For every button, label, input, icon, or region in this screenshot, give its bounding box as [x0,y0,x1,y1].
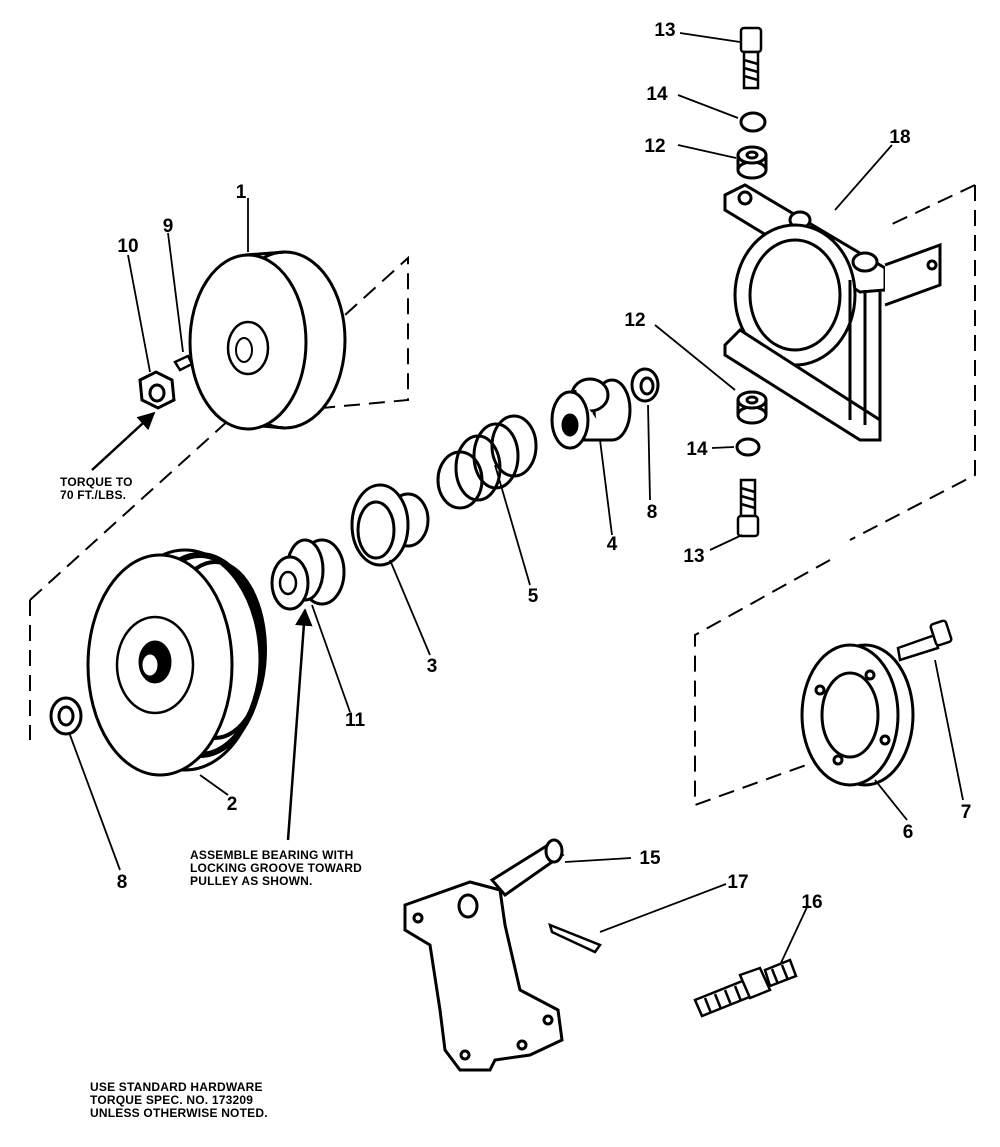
part-3-spacer [350,483,430,567]
part-18-bracket [723,183,942,442]
bearing-note-line-1: ASSEMBLE BEARING WITH [190,848,354,862]
part-5-spring [436,414,538,510]
label-part-10: 10 [117,236,138,257]
dashed-guides [29,184,976,807]
hardware-note-line-3: UNLESS OTHERWISE NOTED. [90,1106,268,1120]
part-8-snap-ring-left [49,696,83,736]
part-13-bolt-bottom [736,478,760,538]
part-8-snap-ring-right [630,367,660,403]
label-part-8-right: 8 [647,502,658,523]
hardware-note: USE STANDARD HARDWARE TORQUE SPEC. NO. 1… [90,1081,268,1120]
label-part-2: 2 [227,794,238,815]
label-part-4: 4 [607,534,618,555]
part-4-bushing [550,377,632,450]
label-part-7: 7 [961,802,972,823]
label-part-9: 9 [163,216,174,237]
part-12-spacer-top [736,145,768,180]
leader-lines [69,32,964,966]
part-11-bearing [270,538,346,611]
bearing-note: ASSEMBLE BEARING WITH LOCKING GROOVE TOW… [190,849,362,888]
label-part-13-bottom: 13 [683,546,704,567]
label-part-12-top: 12 [644,136,665,157]
label-part-15: 15 [639,848,661,869]
part-13-bolt-top [739,26,763,90]
label-part-14-top: 14 [646,84,668,105]
label-part-3: 3 [427,656,438,677]
part-14-lock-washer-bottom [735,437,761,457]
part-10-nut [138,370,176,410]
hardware-note-line-1: USE STANDARD HARDWARE [90,1080,263,1094]
part-16-stud [693,958,798,1018]
part-7-bolt [896,619,953,662]
label-part-13-top: 13 [654,20,675,41]
label-part-5: 5 [528,586,539,607]
bearing-note-line-3: PULLEY AS SHOWN. [190,874,313,888]
part-6-flange [800,643,915,787]
torque-note-line-1: TORQUE TO [60,475,133,489]
label-part-12-bottom: 12 [624,310,645,331]
label-part-14-bottom: 14 [686,439,708,460]
part-14-lock-washer-top [739,111,767,133]
label-part-17: 17 [727,872,748,893]
bearing-note-line-2: LOCKING GROOVE TOWARD [190,861,362,875]
label-part-16: 16 [801,892,822,913]
torque-note-line-2: 70 FT./LBS. [60,488,127,502]
part-1-pulley [188,250,347,431]
bearing-arrow [286,608,313,841]
label-part-1: 1 [236,182,247,203]
label-part-6: 6 [903,822,914,843]
torque-note: TORQUE TO 70 FT./LBS. [60,476,133,502]
label-part-8-left: 8 [117,872,128,893]
label-part-18: 18 [889,127,910,148]
part-2-double-pulley [86,548,267,777]
part-number-labels: 1 2 3 4 5 6 7 8 8 9 10 11 12 12 13 13 14… [117,20,972,913]
hardware-note-line-2: TORQUE SPEC. NO. 173209 [90,1093,254,1107]
part-9-key [173,354,194,372]
torque-arrow [91,411,156,471]
part-15-pivot-arm [403,838,565,1072]
label-part-11: 11 [345,710,366,731]
part-17-cotter-pin [548,922,602,954]
part-12-spacer-bottom [736,390,768,425]
